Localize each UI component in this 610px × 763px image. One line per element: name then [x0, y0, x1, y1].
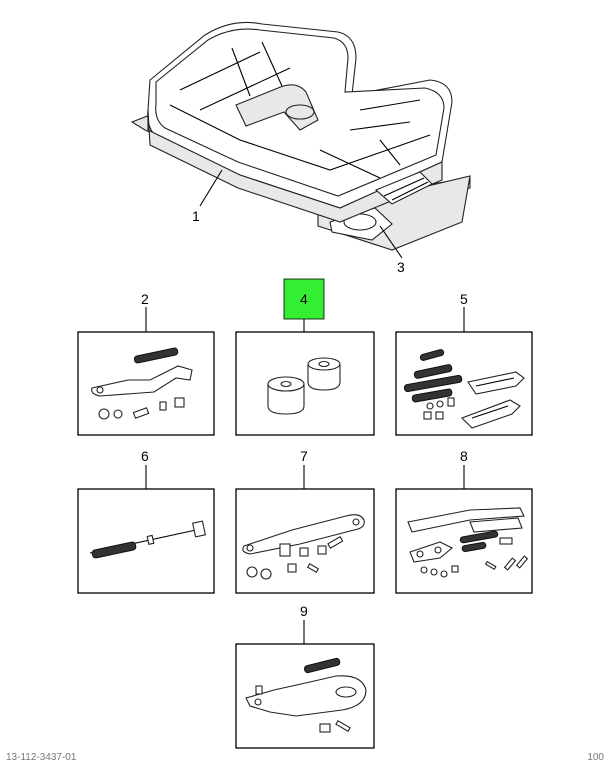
kit-6-illustration: [89, 520, 206, 559]
fifth-wheel-plate-illustration: [130, 21, 471, 251]
kit-7-illustration: [242, 514, 365, 580]
kit-5-illustration: [403, 349, 525, 429]
callout-5: 5: [460, 291, 468, 307]
footer-drawing-number: 13-112-3437-01: [6, 752, 77, 763]
kit-9-illustration: [245, 657, 367, 733]
leader-line-1: [199, 169, 223, 207]
kit-8-illustration: [407, 507, 529, 578]
callout-1: 1: [192, 208, 200, 224]
callout-8: 8: [460, 448, 468, 464]
callout-7: 7: [300, 448, 308, 464]
kit-4-illustration: [267, 357, 341, 415]
callout-3: 3: [397, 259, 405, 275]
footer-page-number: 100: [587, 752, 604, 763]
kit-2-illustration: [91, 347, 193, 420]
callout-4: 4: [300, 291, 308, 307]
kit-box-4[interactable]: [235, 331, 375, 436]
callout-2: 2: [141, 291, 149, 307]
callout-9: 9: [300, 603, 308, 619]
leader-line-3: [379, 225, 403, 259]
callout-6: 6: [141, 448, 149, 464]
